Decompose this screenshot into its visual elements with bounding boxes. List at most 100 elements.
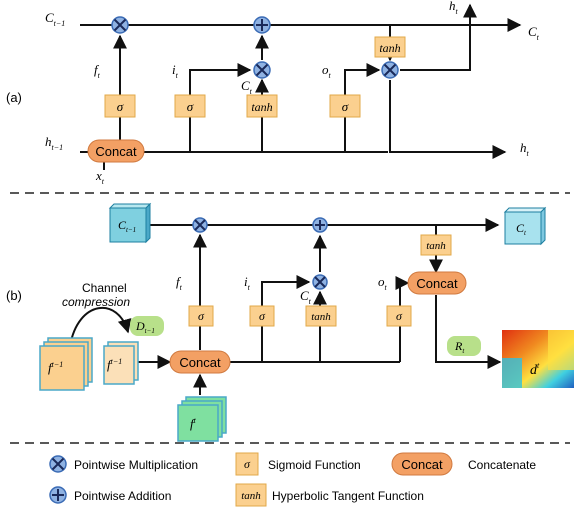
- pointwise-addition-icon: [312, 217, 328, 233]
- svg-text:Ct: Ct: [300, 288, 312, 306]
- b-d-badge: [130, 316, 164, 336]
- a-x-sub: t: [102, 177, 105, 186]
- a-f-sub: t: [98, 71, 101, 80]
- b-rt-path: [435, 295, 502, 369]
- a-ht-up: [400, 3, 477, 71]
- legend-sigma-box: [235, 452, 259, 476]
- a-concat: [87, 139, 145, 163]
- b-depth-map: [502, 330, 574, 388]
- a-h-in-label: h: [45, 134, 52, 149]
- b-rt-badge: [447, 336, 481, 356]
- a-c-in-label: C: [45, 10, 54, 25]
- svg-text:Ct−1: Ct−1: [118, 218, 136, 234]
- svg-text:it: it: [172, 62, 179, 80]
- a-c-out-sub: t: [537, 33, 540, 42]
- b-f-prev-stack: [39, 337, 93, 391]
- a-i-label: i: [172, 62, 176, 77]
- b-f-cur-cube: [177, 396, 227, 442]
- b-cell-tanh-label: tanh: [426, 240, 446, 252]
- legend-concat-text: Concatenate: [468, 458, 536, 472]
- b-output-sigmoid: [386, 305, 412, 327]
- b-f-cur-label: f: [190, 416, 196, 431]
- legend-add-icon: [49, 486, 67, 504]
- b-f-prev-stack-sup: t−1: [52, 360, 64, 369]
- svg-text:ht: ht: [449, 0, 459, 16]
- b-c-in-sub: t−1: [126, 226, 136, 234]
- b-f-label: f: [176, 274, 182, 289]
- a-o-label: o: [322, 62, 329, 77]
- a-h-top-sub: t: [456, 7, 459, 16]
- svg-text:dt: dt: [530, 361, 540, 378]
- b-channel-label: Channel: [82, 281, 127, 295]
- b-concat-main-label: Concat: [179, 355, 221, 370]
- svg-text:ft−1: ft−1: [107, 357, 122, 372]
- b-d-sub: t−1: [145, 327, 155, 335]
- pointwise-multiplication-icon: [111, 16, 129, 34]
- a-candidate-tanh-label: tanh: [251, 100, 272, 114]
- legend-mult-icon: [49, 455, 67, 473]
- b-input-path: [261, 275, 311, 362]
- panel-a: (a): [6, 0, 540, 186]
- a-input-path: [189, 63, 252, 152]
- panel-b-label: (b): [6, 288, 22, 303]
- svg-text:Ct: Ct: [241, 78, 253, 96]
- b-candidate-tanh: [305, 305, 337, 327]
- b-c-prev-cube: [108, 202, 152, 244]
- a-concat-label: Concat: [95, 144, 137, 159]
- a-cell-tanh-label: tanh: [379, 41, 400, 55]
- legend-concat-box: [391, 452, 453, 476]
- b-concat-out-label: Concat: [416, 276, 458, 291]
- svg-text:ft: ft: [94, 62, 101, 80]
- b-o-sub: t: [385, 283, 388, 292]
- svg-text:Ct: Ct: [528, 24, 540, 42]
- pointwise-multiplication-icon: [253, 61, 271, 79]
- b-i-label: i: [244, 274, 248, 289]
- b-ctilde-label: C: [300, 288, 309, 303]
- b-d-out-label: d: [530, 363, 538, 378]
- a-c-in-sub: t−1: [54, 19, 66, 28]
- a-input-sigmoid: [174, 94, 206, 118]
- b-c-out-cube: [503, 206, 547, 246]
- legend-add-text: Pointwise Addition: [74, 489, 171, 503]
- legend-concat-symbol: Concat: [401, 457, 443, 472]
- a-h-out-label: h: [520, 140, 527, 155]
- b-f-prev-stack-label: f: [48, 360, 54, 375]
- a-output-sigmoid-label: σ: [342, 99, 349, 114]
- a-forget-sigmoid-label: σ: [117, 99, 124, 114]
- b-cell-tanh: [420, 234, 452, 256]
- svg-text:ot: ot: [322, 62, 332, 80]
- a-output-sigmoid: [329, 94, 361, 118]
- pointwise-multiplication-icon: [381, 61, 399, 79]
- svg-text:Ct−1: Ct−1: [45, 10, 65, 28]
- svg-text:Rt: Rt: [454, 339, 465, 355]
- svg-text:xt: xt: [95, 168, 105, 186]
- b-f-prev-label: f: [107, 357, 113, 372]
- pointwise-multiplication-icon: [192, 217, 208, 233]
- b-input-sigmoid-label: σ: [259, 309, 266, 323]
- b-f-sub: t: [180, 283, 183, 292]
- a-forget-sigmoid: [104, 94, 136, 118]
- b-f-prev-sup: t−1: [111, 357, 123, 366]
- b-r-sub: t: [462, 347, 465, 355]
- pointwise-multiplication-icon: [312, 274, 328, 290]
- svg-text:ft: ft: [176, 274, 183, 292]
- legend-mult-text: Pointwise Multiplication: [74, 458, 198, 472]
- b-f-prev-compressed: [103, 341, 139, 385]
- svg-text:ht: ht: [520, 140, 530, 158]
- a-x-label: x: [95, 168, 102, 183]
- b-i-sub: t: [248, 283, 251, 292]
- pointwise-addition-icon: [253, 16, 271, 34]
- a-c-out-label: C: [528, 24, 537, 39]
- svg-text:it: it: [244, 274, 251, 292]
- a-ht-path: [389, 80, 507, 159]
- a-input-sigmoid-label: σ: [187, 99, 194, 114]
- svg-text:ft−1: ft−1: [48, 360, 63, 375]
- b-d-label: D: [135, 319, 145, 333]
- a-ctilde-label: C: [241, 78, 250, 93]
- b-candidate-tanh-label: tanh: [311, 311, 331, 323]
- b-forget-sigmoid-label: σ: [198, 309, 205, 323]
- panel-a-label: (a): [6, 90, 22, 105]
- b-concat-main: [169, 350, 231, 374]
- b-c-out-sub: t: [524, 229, 527, 237]
- a-h-in-sub: t−1: [52, 143, 64, 152]
